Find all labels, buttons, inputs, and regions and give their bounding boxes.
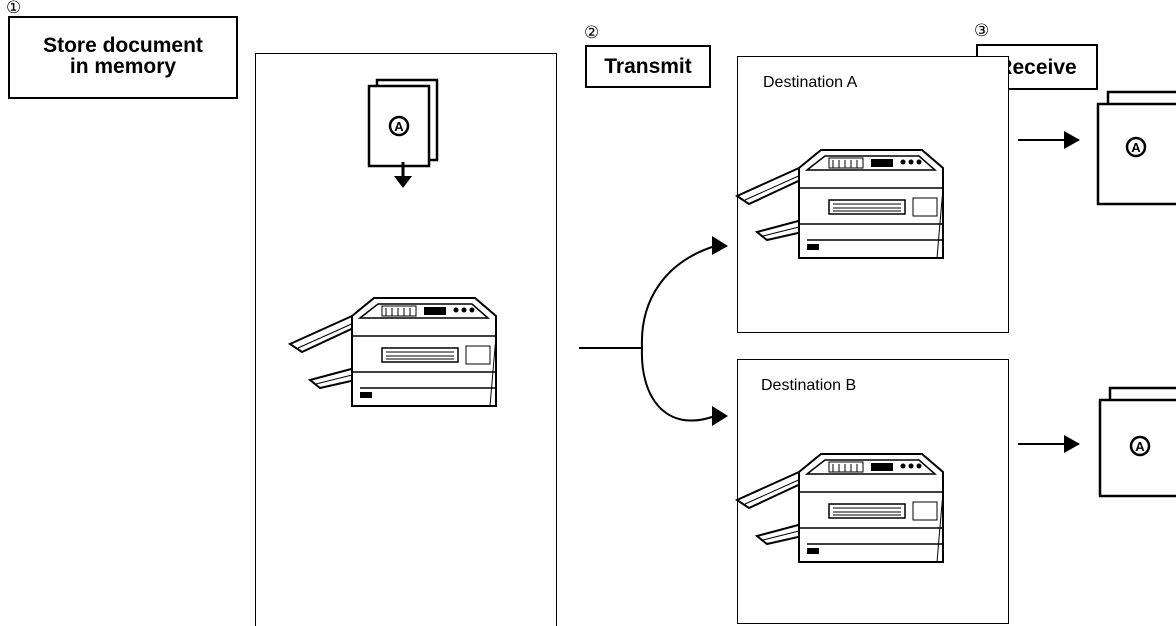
arrow-to-destination-b-icon	[712, 406, 728, 426]
destination-a-fax-machine-icon	[736, 149, 944, 259]
store-document-label-line1: Store document	[43, 34, 203, 57]
received-document-b-mark: A	[1135, 439, 1145, 454]
receive-arrow-a-icon	[1018, 131, 1080, 149]
store-document-label-line2: in memory	[69, 55, 177, 78]
received-document-b-icon	[1098, 386, 1176, 498]
down-arrow-icon	[394, 162, 412, 188]
receive-arrow-b-icon	[1018, 435, 1080, 453]
store-document-label: Store document in memory	[8, 16, 238, 99]
transmit-arrow-icon	[579, 245, 716, 422]
received-document-a-icon	[1096, 90, 1176, 206]
step-3-number: ③	[974, 21, 990, 41]
step-1-number: ①	[6, 0, 22, 18]
destination-a-label: Destination A	[763, 74, 858, 91]
received-document-a-mark: A	[1131, 140, 1141, 155]
transmit-label: Transmit	[585, 45, 711, 88]
arrow-to-destination-a-icon	[712, 236, 728, 255]
source-fax-machine-icon	[289, 297, 497, 407]
source-document-mark: A	[394, 119, 404, 134]
destination-b-label: Destination B	[761, 377, 857, 394]
destination-b-fax-machine-icon	[736, 453, 944, 563]
step-2-number: ②	[584, 23, 600, 43]
